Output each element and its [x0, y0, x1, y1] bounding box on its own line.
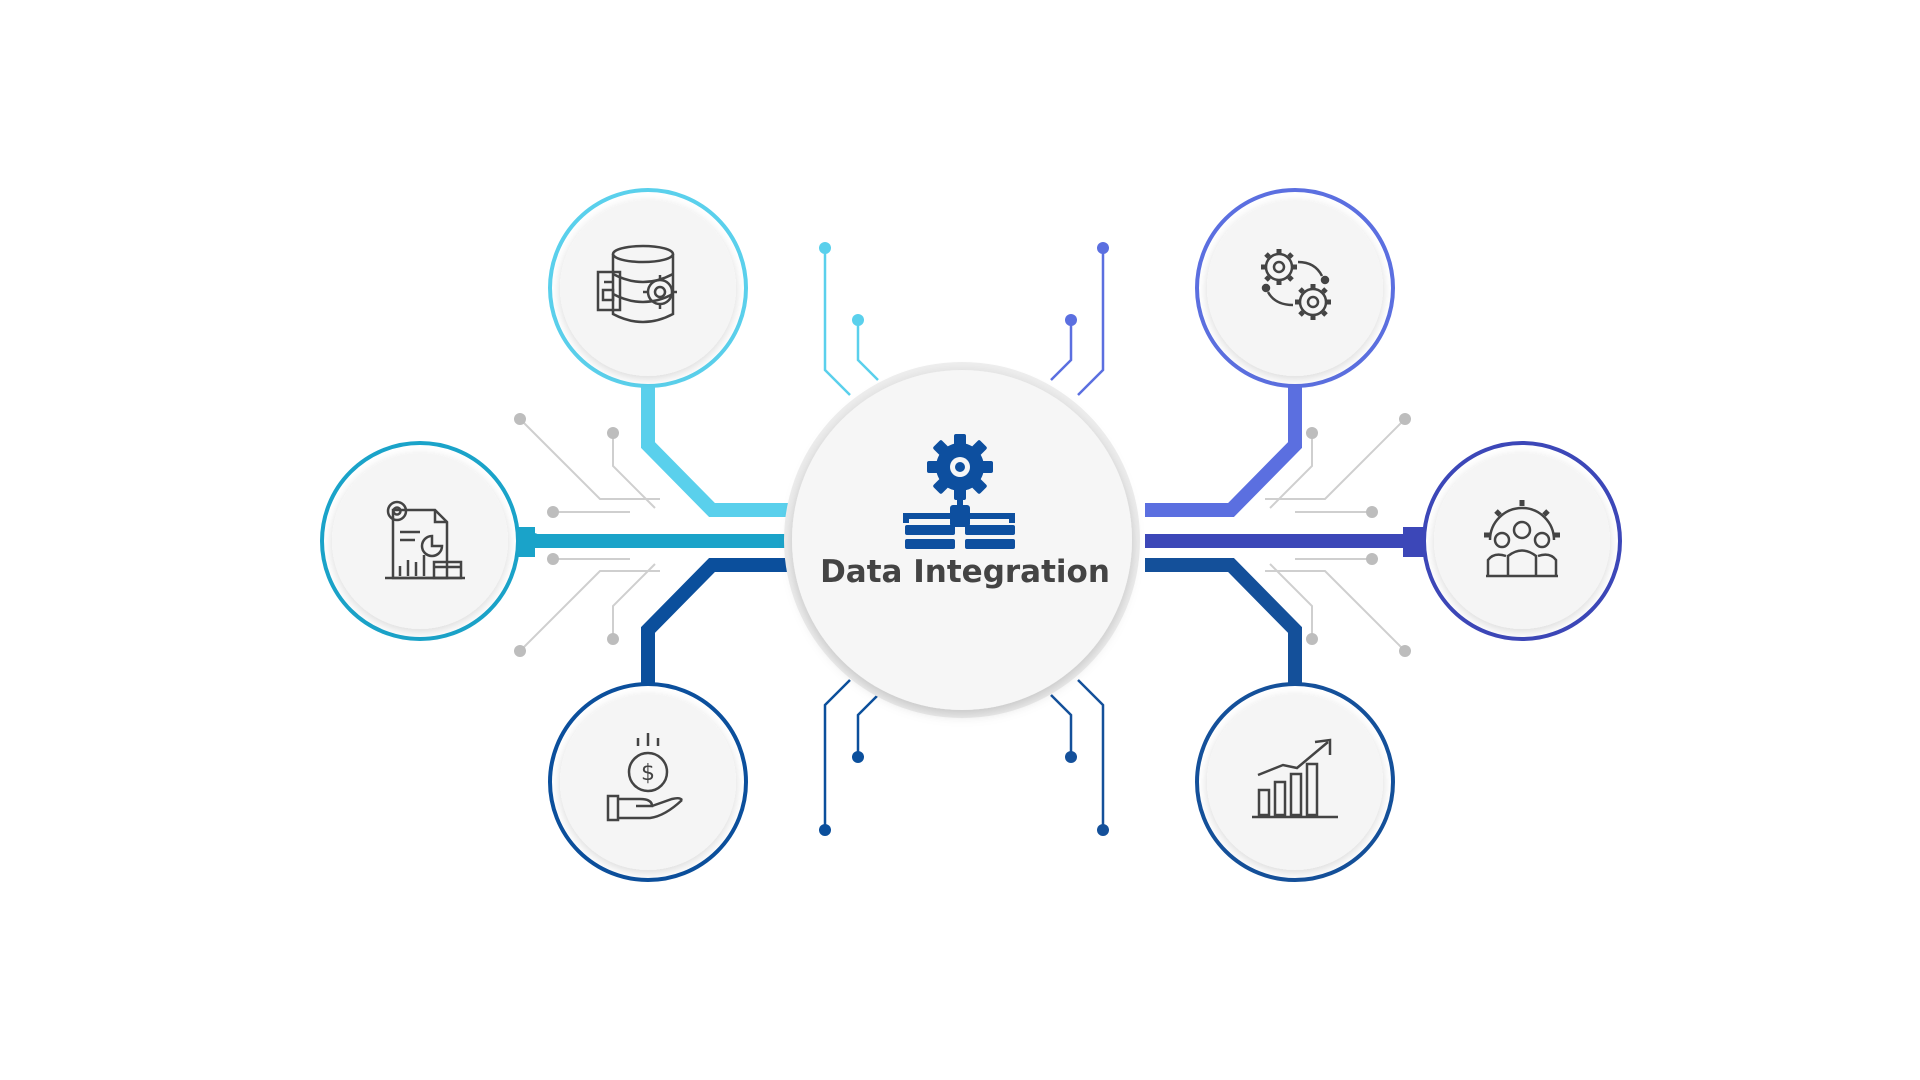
- top-circuit-line: [1050, 320, 1073, 381]
- node-inner: [1434, 453, 1610, 629]
- gray-dot: [547, 553, 559, 565]
- gray-dot: [514, 413, 526, 425]
- circuit-dot: [819, 824, 831, 836]
- circuit-dot: [852, 751, 864, 763]
- gray-dot: [607, 427, 619, 439]
- report-analytics-icon: [385, 500, 465, 580]
- top-circuit-line: [823, 248, 851, 396]
- gray-line: [519, 418, 660, 500]
- node-inner: [560, 694, 736, 870]
- node-mid-left[interactable]: [320, 441, 520, 641]
- right-gray-circuit: [1265, 418, 1406, 652]
- gray-dot: [1399, 645, 1411, 657]
- circuit-dot: [1097, 824, 1109, 836]
- connector-top-right: [1145, 372, 1302, 517]
- growth-chart-icon: [1252, 738, 1338, 819]
- top-circuit-line: [1077, 248, 1105, 396]
- gray-dot: [1399, 413, 1411, 425]
- node-inner: [332, 453, 508, 629]
- bottom-circuit-line: [823, 679, 851, 830]
- bottom-circuit: [823, 679, 1105, 830]
- gray-dot: [547, 506, 559, 518]
- bottom-circuit-line: [856, 694, 879, 757]
- circuit-dot: [1065, 751, 1077, 763]
- gray-dot: [1306, 427, 1318, 439]
- node-bottom-right[interactable]: [1195, 682, 1395, 882]
- team-gear-icon: [1484, 500, 1560, 578]
- center-circle: [792, 370, 1132, 710]
- top-circuit-line: [856, 320, 879, 381]
- node-inner: [1207, 200, 1383, 376]
- gray-line: [612, 563, 656, 639]
- circuit-dot: [819, 242, 831, 254]
- bottom-circuit-line: [1050, 694, 1073, 757]
- node-top-right[interactable]: [1195, 188, 1395, 388]
- top-circuit: [823, 248, 1105, 396]
- bottom-circuit-line: [1077, 679, 1105, 830]
- gray-line: [612, 433, 656, 509]
- bottom-circuit-dots: [819, 751, 1109, 836]
- gray-line: [519, 570, 660, 652]
- gray-line: [1265, 570, 1406, 652]
- gray-line: [1269, 563, 1313, 639]
- center-title: Data Integration: [820, 554, 1110, 590]
- node-mid-right[interactable]: [1422, 441, 1622, 641]
- gear-network-icon: [903, 434, 1015, 549]
- right-gray-dots: [1306, 413, 1411, 657]
- circuit-dot: [852, 314, 864, 326]
- gray-dot: [607, 633, 619, 645]
- connector-bottom-left: [641, 558, 795, 698]
- svg-text:$: $: [641, 761, 655, 786]
- connector-bottom-right: [1145, 558, 1302, 698]
- circuit-dot: [1065, 314, 1077, 326]
- left-gray-circuit: [519, 418, 660, 652]
- circuit-dot: [1097, 242, 1109, 254]
- connector-top-left: [641, 372, 795, 517]
- left-gray-dots: [514, 413, 619, 657]
- gray-dot: [1366, 553, 1378, 565]
- hand-dollar-coin-icon: $: [606, 733, 684, 822]
- gears-process-icon: [1261, 249, 1331, 320]
- node-inner: [1207, 694, 1383, 870]
- node-top-left[interactable]: [548, 188, 748, 388]
- gray-dot: [1366, 506, 1378, 518]
- database-gear-icon: [596, 244, 677, 324]
- top-circuit-dots: [819, 242, 1109, 326]
- center-node: Data Integration: [784, 362, 1140, 718]
- gray-dot: [1306, 633, 1318, 645]
- gray-dot: [514, 645, 526, 657]
- gray-line: [1265, 418, 1406, 500]
- gray-line: [1269, 433, 1313, 509]
- node-bottom-left[interactable]: $: [548, 682, 748, 882]
- connector-mid-left: [509, 530, 795, 548]
